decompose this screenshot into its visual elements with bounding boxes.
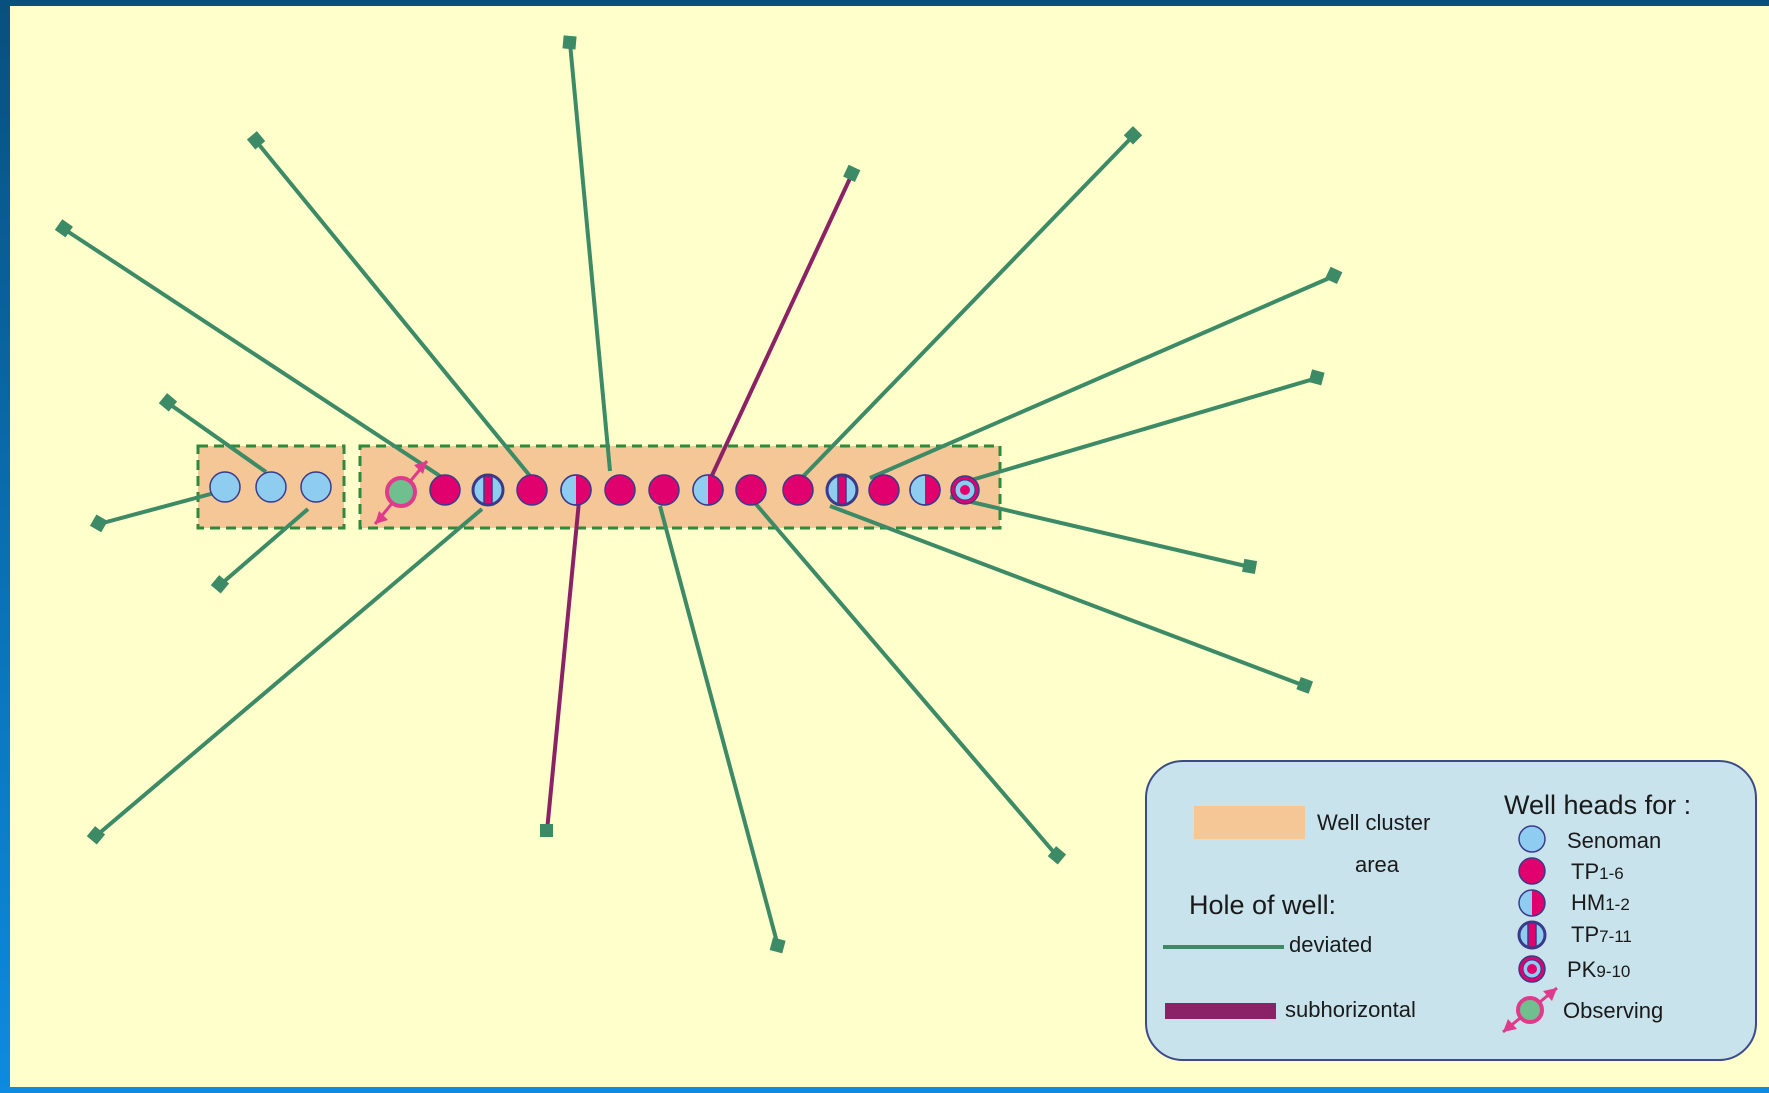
tp-well-head: [648, 474, 680, 506]
deviated-hole: [568, 42, 612, 472]
hm-icon: [1518, 889, 1546, 917]
pk-well-head: [950, 475, 980, 505]
tp-well-head: [516, 474, 548, 506]
deviated-hole: [98, 490, 219, 526]
observing-well-head: [373, 460, 429, 525]
well-heads-left-cluster: [209, 471, 332, 503]
diagram-canvas: Well cluster area Hole of well: deviated…: [10, 6, 1769, 1087]
tp-7-11-name: TP: [1571, 922, 1600, 947]
tp-well-head: [868, 474, 900, 506]
tp-icon: [1518, 857, 1546, 885]
tp-7-11-well-head: [825, 473, 859, 507]
hm-well-head: [692, 474, 724, 506]
subhorizontal-line-icon: [1165, 1003, 1276, 1019]
tp-7-11-icon: [1517, 920, 1547, 950]
hm-1-2-label: HM1-2: [1571, 890, 1630, 916]
pk-9-10-label: PK9-10: [1567, 957, 1630, 983]
deviated-hole: [254, 139, 532, 478]
deviated-holes: [62, 42, 1335, 947]
deviated-hole: [62, 227, 442, 478]
senoman-icon: [1518, 825, 1546, 853]
tp-1-6-label: TP1-6: [1571, 859, 1624, 885]
bottom-hole-markers: [54, 35, 1343, 954]
observing-icon: [1502, 986, 1558, 1034]
senoman-well-head: [209, 471, 241, 503]
well-cluster-diagram: [54, 35, 1343, 954]
tp-well-head: [782, 474, 814, 506]
cluster-area-label-line1: Well cluster: [1317, 810, 1431, 835]
tp-well-head: [429, 474, 461, 506]
subhorizontal-hole: [706, 173, 854, 485]
deviated-hole: [753, 501, 1059, 858]
tp-7-11-well-head: [471, 473, 505, 507]
hm-well-head: [909, 474, 941, 506]
deviated-hole: [218, 507, 310, 587]
deviated-hole: [658, 505, 780, 947]
subhorizontal-holes: [545, 173, 854, 832]
deviated-line-icon: [1163, 945, 1284, 949]
tp-7-11-label: TP7-11: [1571, 922, 1632, 948]
deviated-hole: [166, 401, 268, 474]
deviated-hole: [94, 507, 484, 838]
subhorizontal-hole: [545, 490, 582, 832]
tp-well-head: [735, 474, 767, 506]
pk-9-10-sub: 9-10: [1596, 962, 1631, 981]
tp-1-6-sub: 1-6: [1599, 864, 1624, 883]
pk-icon: [1518, 955, 1546, 983]
pk-9-10-name: PK: [1567, 957, 1597, 982]
tp-7-11-sub: 7-11: [1599, 927, 1632, 946]
senoman-well-head: [300, 471, 332, 503]
deviated-hole: [869, 274, 1335, 480]
hole-of-well-title: Hole of well:: [1189, 890, 1337, 920]
well-heads-title: Well heads for :: [1504, 790, 1692, 820]
tp-well-head: [604, 474, 636, 506]
deviated-hole: [957, 376, 1318, 486]
legend-panel: Well cluster area Hole of well: deviated…: [1145, 760, 1757, 1061]
hm-1-2-name: HM: [1571, 890, 1606, 915]
senoman-well-head: [255, 471, 287, 503]
cluster-area-swatch-icon: [1194, 806, 1305, 839]
deviated-hole: [788, 134, 1135, 492]
cluster-area-label-line2: area: [1355, 852, 1400, 877]
deviated-hole: [829, 504, 1306, 688]
tp-1-6-name: TP: [1571, 859, 1600, 884]
well-heads-main-cluster: [429, 473, 980, 507]
observing-label: Observing: [1563, 998, 1664, 1023]
subhorizontal-label: subhorizontal: [1285, 997, 1416, 1022]
hm-well-head: [560, 474, 592, 506]
deviated-label: deviated: [1289, 932, 1373, 957]
senoman-label: Senoman: [1567, 828, 1662, 853]
hm-1-2-sub: 1-2: [1605, 895, 1630, 914]
deviated-hole: [949, 495, 1251, 569]
